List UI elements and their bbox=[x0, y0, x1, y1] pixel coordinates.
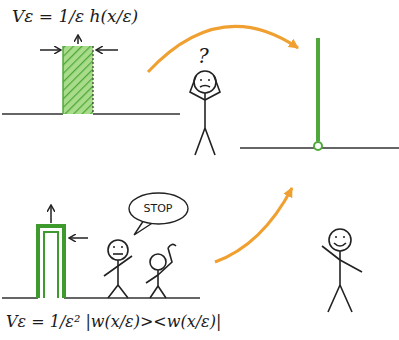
speech-bubble: STOP bbox=[128, 192, 189, 225]
bubble-text: STOP bbox=[144, 202, 173, 215]
formula: Vε = 1/ε h(x/ε) bbox=[12, 6, 138, 26]
formula: Vε = 1/ε² |w(x/ε)><w(x/ε)| bbox=[6, 312, 221, 331]
question-mark: ? bbox=[198, 44, 209, 68]
